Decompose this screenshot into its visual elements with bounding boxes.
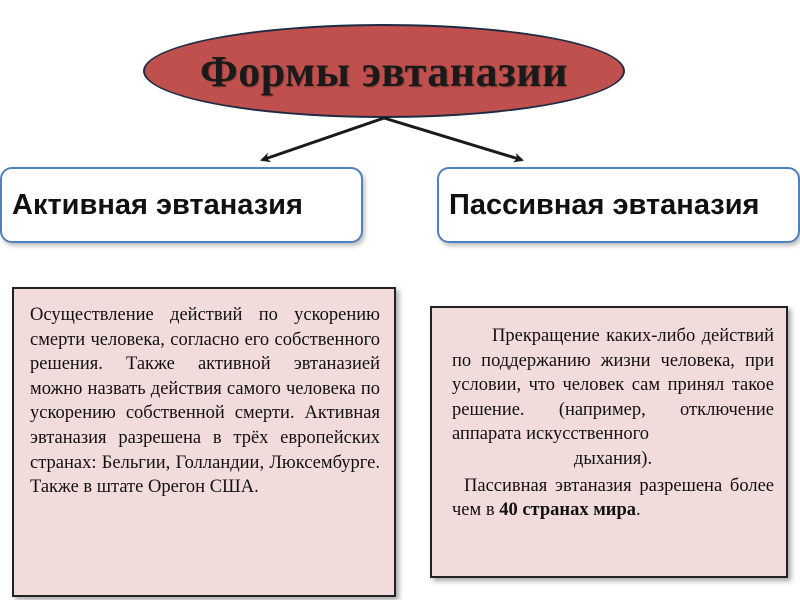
passive-description-text-end: дыхания). [573,448,653,469]
active-euthanasia-label: Активная эвтаназия [12,188,303,221]
passive-countries-text: Пассивная эвтаназия разрешена более чем … [452,474,774,523]
passive-euthanasia-label: Пассивная эвтаназия [449,188,760,221]
passive-description-text: Прекращение каких-либо действий по подде… [452,326,774,445]
active-euthanasia-box: Активная эвтаназия [0,167,363,243]
arrow-to-active [260,116,385,163]
passive-description-box: Прекращение каких-либо действий по подде… [430,306,788,578]
passive-countries-prefix: Пассивная эвтаназия разрешена более чем … [452,475,774,521]
active-description-box: Осуществление действий по ускорению смер… [12,287,396,597]
passive-countries-suffix: . [636,500,641,521]
passive-countries-count: 40 странах мира [499,500,636,521]
title-ellipse: Формы эвтаназии [143,24,625,118]
active-description-text: Осуществление действий по ускорению смер… [30,305,380,498]
arrow-to-passive [383,116,524,163]
passive-euthanasia-box: Пассивная эвтаназия [437,167,800,243]
diagram-title: Формы эвтаназии [200,46,568,96]
